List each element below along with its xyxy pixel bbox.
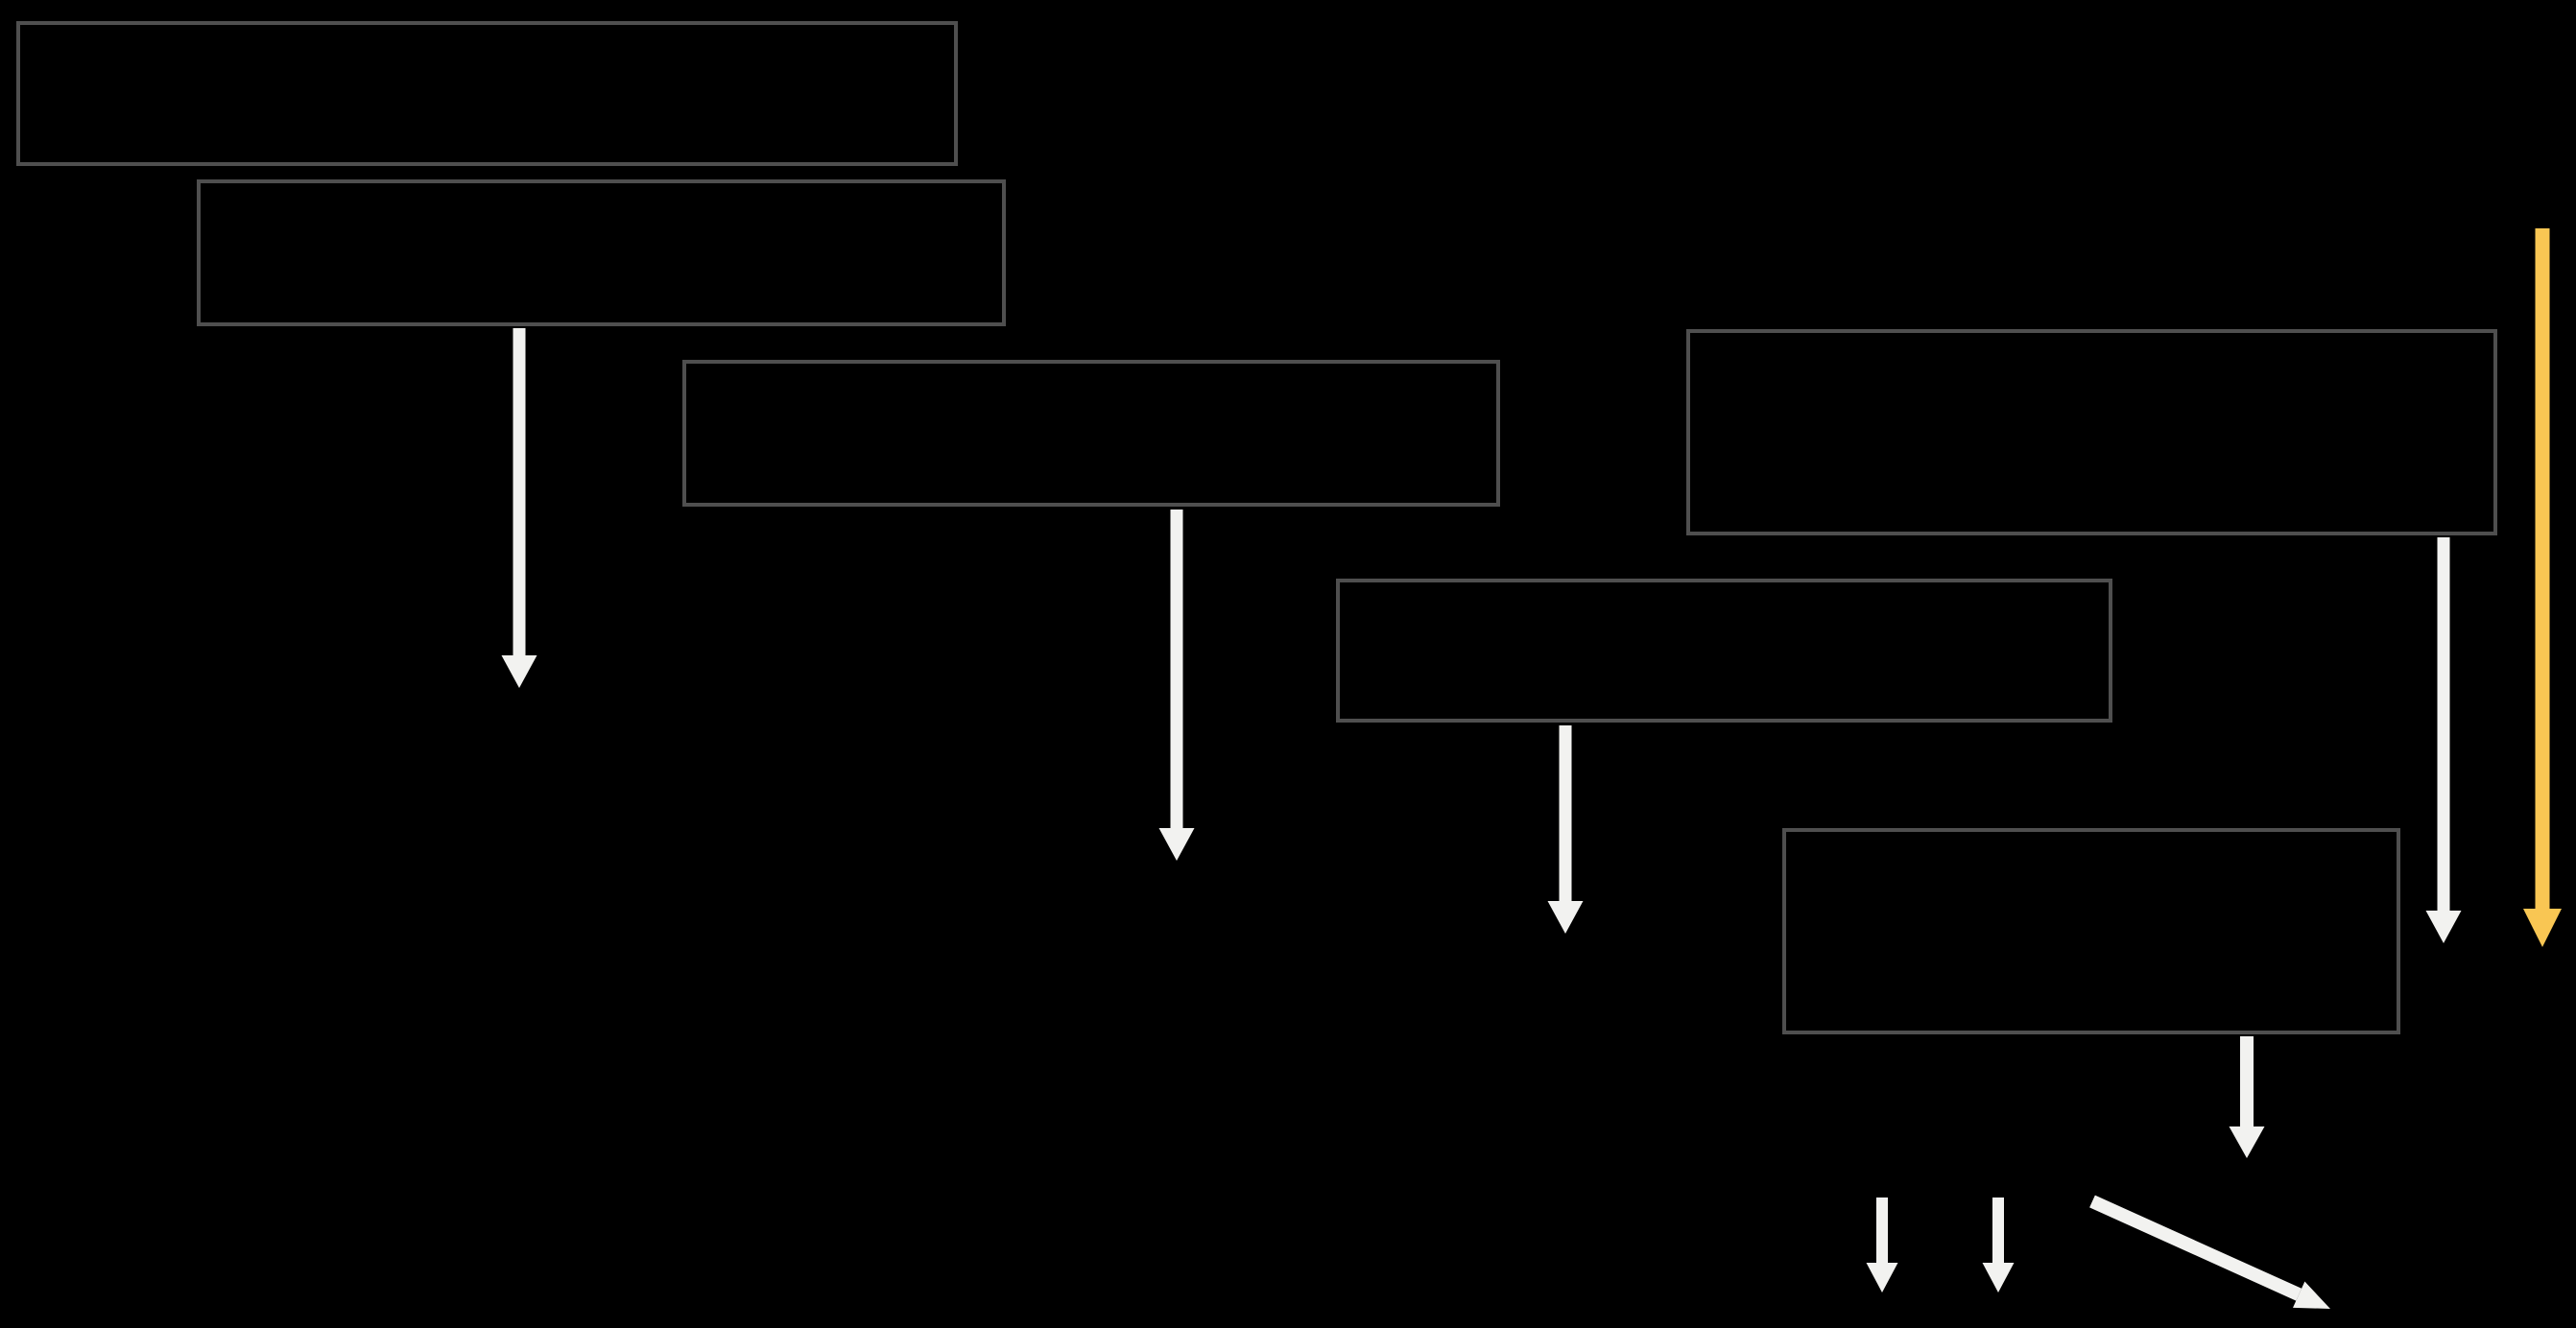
connector-arrow-box5-down <box>1547 725 1584 934</box>
flow-box-6 <box>1782 828 2400 1034</box>
accent-arrow-down <box>2523 228 2562 947</box>
diagonal-arrow <box>2089 1195 2330 1309</box>
small-arrow-down-1 <box>1866 1198 1898 1292</box>
connector-arrow-box6-down <box>2229 1036 2265 1158</box>
connector-arrow-box3-down <box>1158 510 1195 861</box>
small-arrow-down-2 <box>1982 1198 2015 1292</box>
flow-box-3 <box>682 360 1500 507</box>
connector-arrow-box2-down <box>501 328 537 688</box>
connector-arrow-box4-down <box>2425 537 2462 943</box>
flow-box-1 <box>16 21 958 166</box>
flow-box-5 <box>1336 579 2112 723</box>
flow-box-4 <box>1686 329 2497 535</box>
flow-box-2 <box>197 179 1006 326</box>
